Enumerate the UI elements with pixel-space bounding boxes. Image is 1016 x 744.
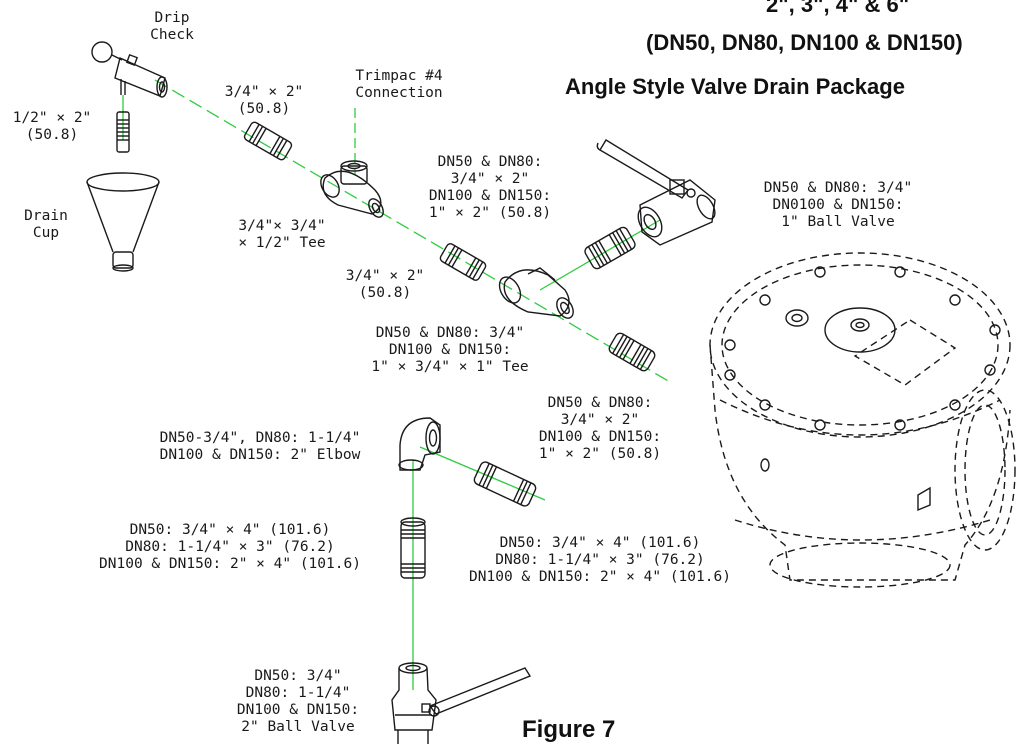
elbow bbox=[398, 417, 441, 471]
label-ball-valve-top: DN50 & DN80: 3/4" DN0100 & DN150: 1" Bal… bbox=[763, 180, 913, 230]
figure-caption: Figure 7 bbox=[522, 716, 616, 743]
nipple-valve bbox=[584, 226, 636, 270]
label-elbow: DN50-3/4", DN80: 1-1/4" DN100 & DN150: 2… bbox=[159, 430, 361, 463]
label-nipple-vertical: DN50: 3/4" × 4" (101.6) DN80: 1-1/4" × 3… bbox=[99, 522, 361, 572]
tee-large bbox=[498, 267, 574, 319]
nipple-body bbox=[608, 332, 656, 372]
label-tee-large: DN50 & DN80: 3/4" DN100 & DN150: 1" × 3/… bbox=[371, 325, 529, 375]
nipple-mid bbox=[439, 243, 487, 281]
ball-valve-top bbox=[596, 139, 716, 246]
nipple-horizontal bbox=[473, 461, 537, 507]
label-nipple-top: 3/4" × 2" (50.8) bbox=[224, 84, 304, 117]
label-trimpac: Trimpac #4 Connection bbox=[355, 68, 443, 101]
title-line-1: 2", 3", 4" & 6" bbox=[766, 0, 910, 17]
nipple-vertical bbox=[400, 517, 426, 579]
title-line-3: Angle Style Valve Drain Package bbox=[565, 74, 905, 99]
label-tee-small: 3/4"× 3/4" × 1/2" Tee bbox=[238, 218, 326, 251]
nipple-half-inch bbox=[116, 111, 130, 153]
valve-body bbox=[709, 252, 1016, 588]
label-nipple-valve: DN50 & DN80: 3/4" × 2" DN100 & DN150: 1"… bbox=[428, 154, 552, 221]
label-nipple-horizontal: DN50: 3/4" × 4" (101.6) DN80: 1-1/4" × 3… bbox=[469, 535, 731, 585]
label-ball-valve-bottom: DN50: 3/4" DN80: 1-1/4" DN100 & DN150: 2… bbox=[236, 668, 360, 735]
label-nipple-mid: 3/4" × 2" (50.8) bbox=[345, 268, 425, 301]
label-drip-check: Drip Check bbox=[150, 10, 194, 43]
drain-cup bbox=[86, 172, 160, 272]
drip-check bbox=[91, 41, 168, 98]
centerlines bbox=[122, 79, 671, 690]
ball-valve-bottom bbox=[391, 662, 532, 744]
label-nipple-half: 1/2" × 2" (50.8) bbox=[12, 110, 92, 143]
label-drain-cup: Drain Cup bbox=[24, 208, 68, 241]
title-line-2: (DN50, DN80, DN100 & DN150) bbox=[646, 30, 963, 55]
nipple-top bbox=[243, 121, 293, 161]
tee-small bbox=[320, 160, 384, 218]
label-nipple-body: DN50 & DN80: 3/4" × 2" DN100 & DN150: 1"… bbox=[538, 395, 662, 462]
